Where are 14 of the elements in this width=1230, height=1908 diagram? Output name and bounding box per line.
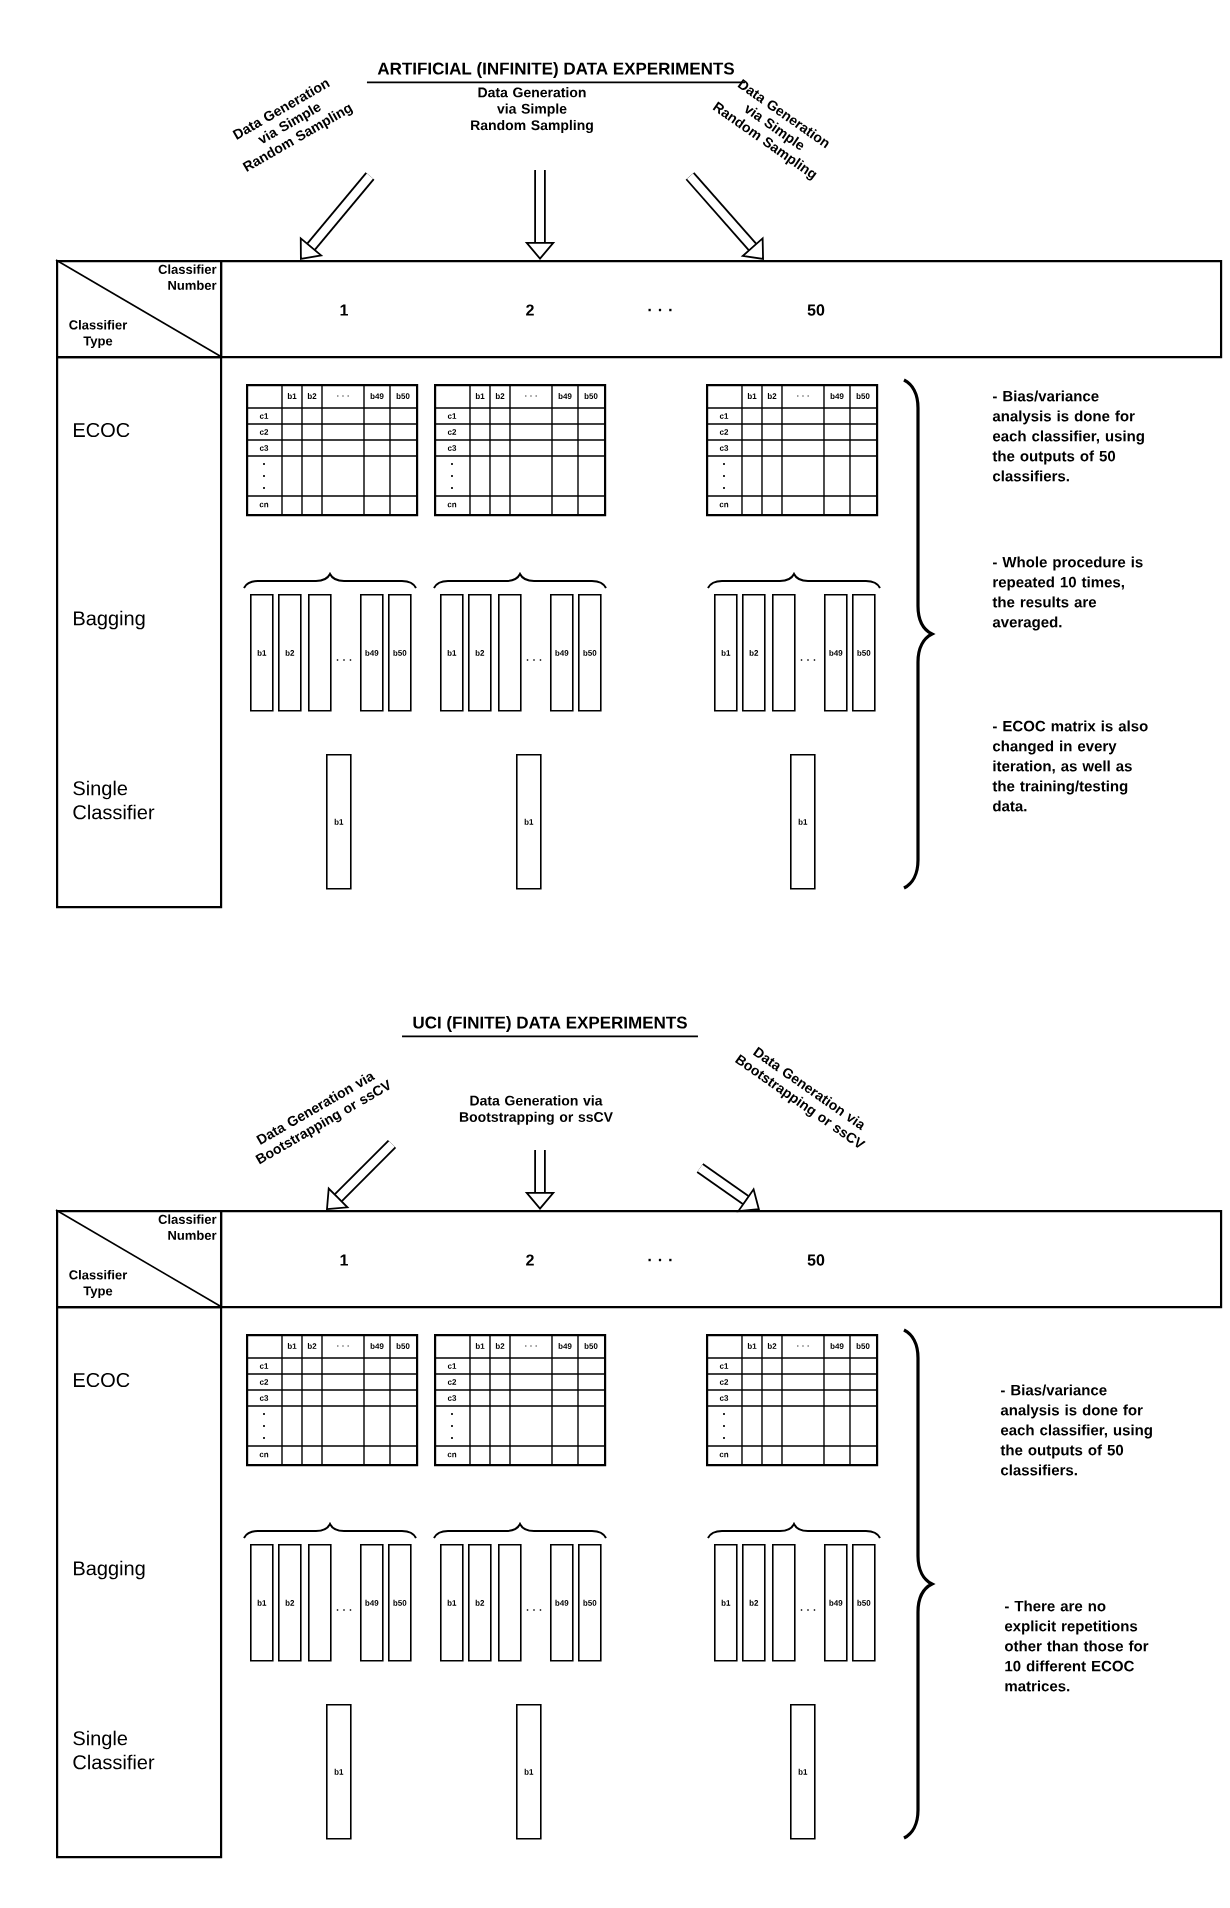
block-arrow [685, 172, 764, 260]
classifier-bar [498, 594, 522, 712]
classifier-bar [772, 1544, 796, 1662]
row-header-column: ECOC Bagging Single Classifier [56, 356, 223, 909]
panel-title: UCI (FINITE) DATA EXPERIMENTS [401, 1016, 699, 1038]
row-header-column: ECOC Bagging Single Classifier [56, 1306, 223, 1859]
classifier-bar [308, 594, 332, 712]
block-arrow [326, 1139, 397, 1210]
block-arrow [299, 172, 375, 260]
classifier-bar [772, 594, 796, 712]
classifier-bar [498, 1544, 522, 1662]
header-row: 1 2 . . . 50 [220, 1210, 1223, 1309]
classifier-bar [308, 1544, 332, 1662]
header-row: 1 2 . . . 50 [220, 260, 1223, 359]
